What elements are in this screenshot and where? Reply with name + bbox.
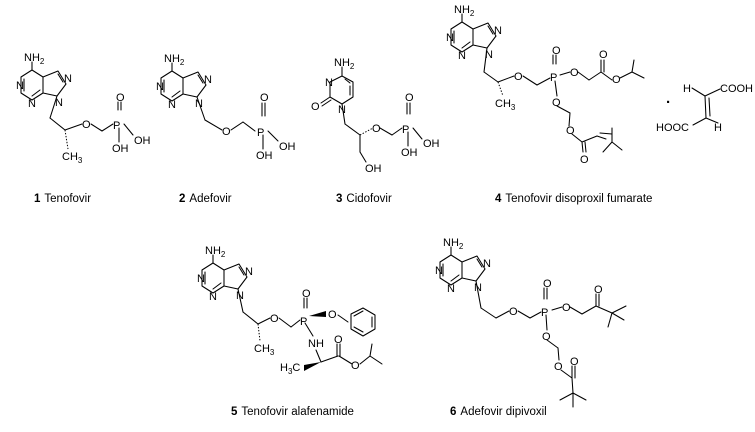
cidofovir-atoms: NH2 N N O O P O OH OH OH <box>311 57 440 175</box>
atom-oh: OH <box>365 163 382 175</box>
salt-dot: · <box>666 94 671 111</box>
atom-n: N <box>446 32 454 44</box>
atom-p: P <box>257 127 264 139</box>
atom-o: O <box>372 123 381 135</box>
atom-o: O <box>554 361 563 373</box>
atom-oh: OH <box>279 141 296 153</box>
atom-o: O <box>311 101 320 113</box>
atom-o: O <box>334 334 343 346</box>
atom-o: O <box>594 284 603 296</box>
atom-oh: OH <box>134 135 151 147</box>
atom-nh2: NH2 <box>24 52 45 66</box>
atom-nh2: NH2 <box>164 53 185 67</box>
atom-h: H <box>683 83 691 95</box>
atom-n: N <box>483 258 491 270</box>
atom-n: N <box>494 25 502 37</box>
atom-p: P <box>402 124 409 136</box>
atom-hooc: HOOC <box>656 122 689 134</box>
atom-n: N <box>195 98 203 110</box>
tenofovir-disoproxil-structure <box>450 13 721 153</box>
atom-o: O <box>570 67 579 79</box>
atom-n: N <box>485 49 493 61</box>
atom-o: O <box>580 154 589 166</box>
adefovir-structure <box>160 62 279 150</box>
atom-n: N <box>197 273 205 285</box>
atom-n: N <box>156 81 164 93</box>
atom-o: O <box>612 74 621 86</box>
atom-n: N <box>64 73 72 85</box>
atom-o: O <box>328 309 337 321</box>
atom-p: P <box>300 316 307 328</box>
atom-p: P <box>113 120 120 132</box>
atom-o: O <box>351 360 360 372</box>
atom-n: N <box>474 282 482 294</box>
atom-o: O <box>260 92 269 104</box>
atom-o: O <box>514 71 523 83</box>
atom-o: O <box>599 49 608 61</box>
tenofovir-structure <box>20 61 134 150</box>
atom-nh2: NH2 <box>334 57 355 71</box>
atom-h3c: H3C <box>280 362 300 376</box>
atom-n: N <box>435 265 443 277</box>
atom-n: N <box>458 50 466 62</box>
adefovir-dipivoxil-atoms: NH2 N N N N O P O O O O O O <box>435 237 603 373</box>
tenofovir-atoms: NH2 N N N N O P O OH OH CH3 <box>16 52 151 165</box>
atom-n: N <box>236 290 244 302</box>
atom-o: O <box>552 97 561 109</box>
atom-o: O <box>570 356 579 368</box>
atom-cooh: COOH <box>720 83 753 95</box>
atom-nh2: NH2 <box>454 4 475 18</box>
tenofovir-alafenamide-atoms: NH2 N N N N O P O O NH O O H3C CH3 <box>197 245 360 376</box>
atom-oh: OH <box>401 147 418 159</box>
atom-n: N <box>447 283 455 295</box>
cidofovir-structure <box>320 66 423 163</box>
atom-oh: OH <box>112 143 129 155</box>
tenofovir-alafenamide-structure <box>201 254 383 371</box>
adefovir-atoms: NH2 N N N N O P O OH OH <box>156 53 296 162</box>
atom-n: N <box>204 74 212 86</box>
atom-o: O <box>542 331 551 343</box>
atom-n: N <box>16 80 24 92</box>
atom-o: O <box>566 125 575 137</box>
adefovir-dipivoxil-structure <box>439 246 627 408</box>
atom-o: O <box>302 288 311 300</box>
atom-o: O <box>562 302 571 314</box>
atom-o: O <box>222 126 231 138</box>
atom-n: N <box>338 104 346 116</box>
atom-o: O <box>543 278 552 290</box>
atom-n: N <box>168 99 176 111</box>
atom-nh: NH <box>308 338 324 350</box>
atom-p: P <box>541 307 548 319</box>
atom-n: N <box>325 77 333 89</box>
atom-ch3: CH3 <box>254 343 275 357</box>
atom-oh: OH <box>423 138 440 150</box>
atom-ch3: CH3 <box>495 98 516 112</box>
atom-o: O <box>116 92 125 104</box>
atom-o: O <box>82 119 91 131</box>
atom-o: O <box>552 45 561 57</box>
atom-ch3: CH3 <box>62 151 83 165</box>
atom-nh2: NH2 <box>443 237 464 251</box>
atom-n: N <box>209 291 217 303</box>
atom-o: O <box>509 306 518 318</box>
atom-n: N <box>28 98 36 110</box>
atom-oh: OH <box>256 150 273 162</box>
atom-h: H <box>714 122 722 134</box>
atom-p: P <box>550 72 557 84</box>
atom-o: O <box>405 92 414 104</box>
tenofovir-disoproxil-atoms: NH2 N N N N O P O O O O O O O CH3 H COOH… <box>446 4 753 166</box>
atom-n: N <box>55 97 63 109</box>
atom-n: N <box>245 266 253 278</box>
atom-nh2: NH2 <box>205 245 226 259</box>
atom-o: O <box>270 313 279 325</box>
